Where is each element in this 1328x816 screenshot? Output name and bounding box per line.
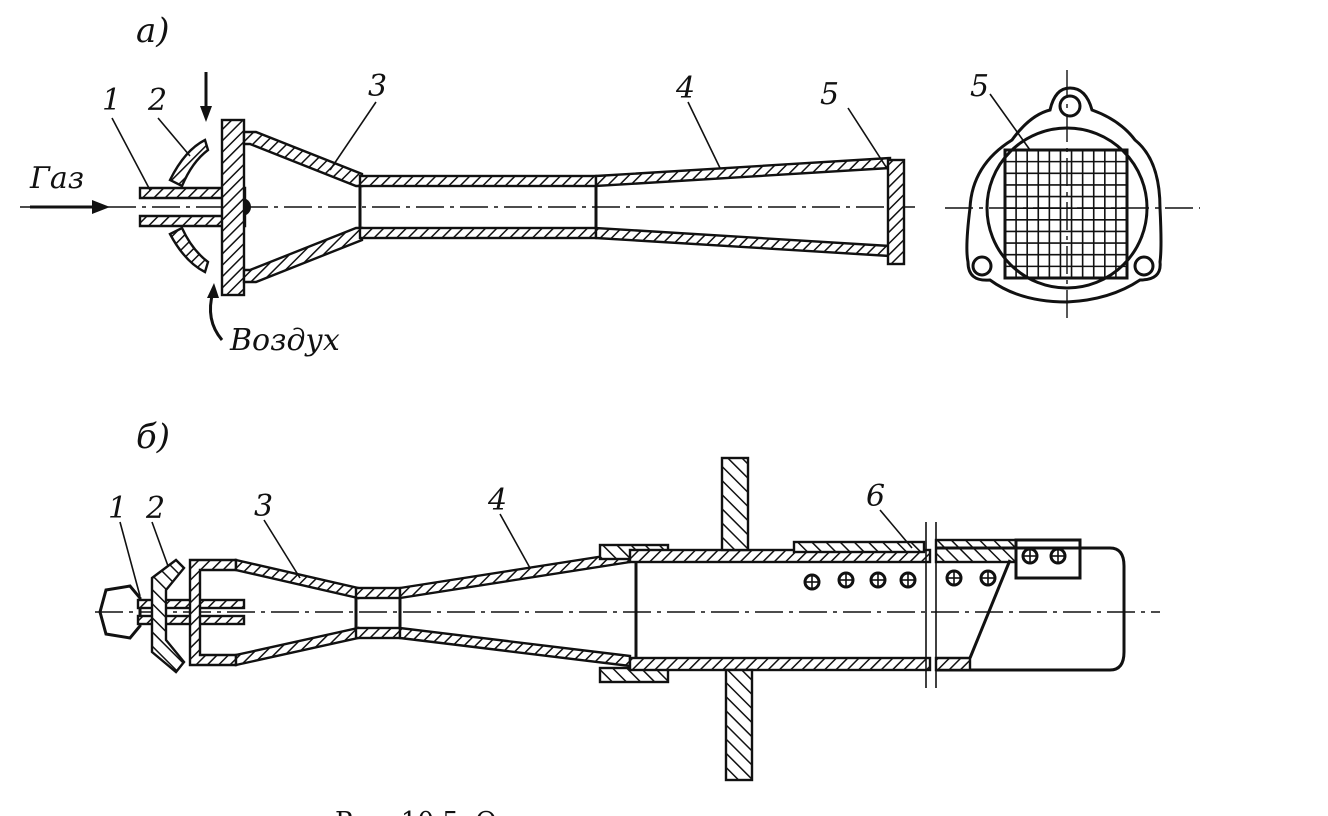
mixer-a-top-wall xyxy=(358,174,598,188)
num-a-5: 5 xyxy=(820,77,839,112)
throat-b-bottom xyxy=(354,626,402,640)
confuser-b-top-wall xyxy=(234,558,360,600)
diffuser-a-bottom-wall xyxy=(594,226,892,258)
diffuser-a-top-wall xyxy=(594,156,892,188)
tube-b-end xyxy=(936,546,1126,672)
diffuser-b-bottom-wall xyxy=(398,626,632,668)
nozzle-end-view: 5 xyxy=(945,69,1200,320)
confuser-b-bottom-wall xyxy=(234,626,360,667)
grid-a-end xyxy=(886,158,906,266)
num-a-2: 2 xyxy=(147,83,167,118)
end-view-hole-top xyxy=(1058,94,1082,118)
end-view-inner-ring xyxy=(985,126,1149,290)
end-view-grid-frame xyxy=(1003,148,1129,280)
figure-caption: Рис. 10.5. О xyxy=(335,807,497,816)
num-b-1: 1 xyxy=(108,491,127,526)
leader-a-5 xyxy=(847,107,889,171)
regulator-a-bottom xyxy=(168,226,210,274)
air-label: Воздух xyxy=(229,323,340,358)
diffuser-b-top-wall xyxy=(398,550,632,600)
tube-b-bottom-wall xyxy=(628,656,932,672)
num-a-3: 3 xyxy=(368,69,387,104)
num-a-1: 1 xyxy=(102,83,121,118)
leader-b-1 xyxy=(119,521,141,597)
panel-a-label: а) xyxy=(136,11,170,51)
sleeve-b-end xyxy=(1014,538,1082,580)
tube-b-slant-line xyxy=(968,559,1012,659)
air-arrow-bottom-head xyxy=(207,283,219,298)
nozzle-b-head xyxy=(98,584,142,640)
end-view-hole-left xyxy=(971,255,993,277)
leader-a-2 xyxy=(157,117,191,157)
regulator-b xyxy=(150,558,186,674)
gas-label: Газ xyxy=(29,161,84,196)
num-end-5: 5 xyxy=(970,69,989,104)
confuser-a-top-wall xyxy=(242,130,364,188)
burner-holes xyxy=(803,547,1067,591)
end-view-outer-flange xyxy=(965,86,1163,304)
tube-b-end-wall xyxy=(934,656,972,672)
air-arrow-bottom xyxy=(209,291,224,341)
end-view-hole-right xyxy=(1133,255,1155,277)
num-b-3: 3 xyxy=(254,489,273,524)
wall-plate-top xyxy=(720,456,750,552)
panel-a: а) Газ Воздух xyxy=(20,11,1200,358)
air-arrow-top-head xyxy=(200,106,212,122)
gas-arrow-head xyxy=(92,200,110,214)
leader-b-3 xyxy=(263,519,301,579)
leader-a-3 xyxy=(329,101,377,171)
end-view-grid xyxy=(1005,150,1127,278)
leader-b-2 xyxy=(151,521,169,567)
throat-b-top xyxy=(354,586,402,600)
leader-a-1 xyxy=(111,117,151,191)
flange-a xyxy=(220,118,246,297)
leader-b-4 xyxy=(499,513,531,569)
panel-b-label: б) xyxy=(136,417,170,457)
num-a-4: 4 xyxy=(675,71,695,106)
num-b-4: 4 xyxy=(487,483,507,518)
sleeve-b xyxy=(792,540,926,554)
panel-b: б) xyxy=(95,417,1160,782)
sleeve-b-right xyxy=(934,538,1018,564)
leader-a-4 xyxy=(687,101,721,169)
regulator-a-top xyxy=(168,138,210,188)
confuser-a-bottom-wall xyxy=(242,226,364,284)
leader-b-6 xyxy=(879,509,913,549)
num-b-2: 2 xyxy=(145,491,165,526)
num-b-6: 6 xyxy=(866,479,885,514)
leader-end-5 xyxy=(989,93,1031,151)
wall-plate-bottom xyxy=(724,668,754,782)
mixer-a-bottom-wall xyxy=(358,226,598,240)
